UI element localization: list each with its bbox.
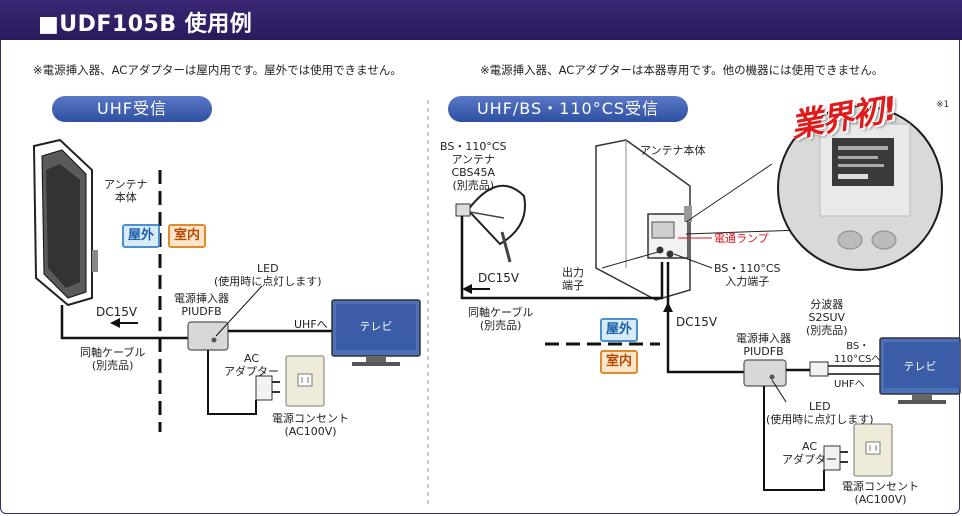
tv-right [879,337,961,404]
ac-adapter-label-right: AC アダプター [782,440,837,466]
zoom-leader-top [685,163,773,223]
header-bar: ■UDF105B 使用例 [0,0,962,40]
dc-arrow-up [663,302,673,330]
uhf-bs-antenna-graphic [595,139,692,301]
bs-input-terminal-label: BS・110°CS 入力端子 [714,262,781,288]
ac-adapter-right [823,445,848,471]
dc-arrow-right-left [462,284,490,294]
outdoor-tag-right: 屋外 [600,318,639,342]
led-leader-left [215,285,263,337]
outlet-label-left: 電源コンセント (AC100V) [272,412,349,438]
uhf-antenna-graphic [32,138,98,307]
coax-cable-right [460,216,664,300]
uhf-heading-pill: UHF受信 [52,96,212,122]
coax-cable-left [60,305,188,340]
outlet-label-right: 電源コンセント (AC100V) [842,480,919,506]
coax-label-left: 同軸ケーブル (別売品) [80,346,146,372]
tv-left-label: テレビ [360,320,393,333]
inserter-label-left: 電源挿入器 PIUDFB [174,292,229,318]
out-terminal-leader [601,251,659,269]
wall-outlet-right [853,423,893,477]
zoom-leader-bottom [685,229,801,235]
badge-footnote: ※1 [936,100,950,110]
bs-to-label: BS・ 110°CSへ [834,341,882,365]
power-lamp-label: 電通ランプ [714,232,769,245]
uhf-to-label-left: UHFへ [294,318,328,331]
page-title: ■UDF105B 使用例 [38,12,253,37]
antenna-label-left: アンテナ 本体 [104,178,148,204]
bs-in-leader [673,253,713,269]
dc15v-label-right-left: DC15V [478,271,520,285]
bs-antenna-label: BS・110°CS アンテナ CBS45A (別売品) [440,140,507,192]
note-indoor-use: ※電源挿入器、ACアダプターは屋内用です。屋外では使用できません。 [33,63,402,77]
ac-adapter-label-left: AC アダプター [224,352,279,378]
adapter-cable-right [763,386,825,491]
power-inserter-left [187,321,229,351]
wall-outlet-left [285,355,325,407]
dc15v-label-left: DC15V [96,305,138,319]
uhf-bs-heading-pill: UHF/BS・110°CS受信 [448,96,688,122]
splitter [809,361,829,377]
dc15v-label-right-up: DC15V [676,315,718,329]
power-inserter-right [743,359,787,387]
zoom-detail-circle [777,105,943,271]
cable-down-right [666,262,744,374]
led-label-right: LED (使用時に点灯します) [766,400,874,426]
note-dedicated-use: ※電源挿入器、ACアダプターは本器専用です。他の機器には使用できません。 [480,63,884,77]
dc-arrow-left [110,318,138,328]
output-terminal-label: 出力 端子 [562,266,584,292]
antenna-label-right: アンテナ本体 [640,144,706,157]
tv-left [331,299,421,366]
uhf-to-label-right: UHFへ [834,379,865,390]
indoor-tag-right: 室内 [600,350,639,374]
adapter-cable-left [207,350,257,415]
coax-label-right: 同軸ケーブル (別売品) [468,306,534,332]
ac-adapter-left [255,375,280,401]
inserter-label-right: 電源挿入器 PIUDFB [736,332,791,358]
led-leader-right [771,379,787,403]
bs-dish-graphic [455,184,526,263]
splitter-label: 分波器 S2SUV (別売品) [806,298,848,337]
outdoor-tag-left: 屋外 [122,224,161,248]
led-label-left: LED (使用時に点灯します) [214,262,322,288]
indoor-tag-left: 室内 [168,224,207,248]
tv-right-label: テレビ [904,360,937,373]
